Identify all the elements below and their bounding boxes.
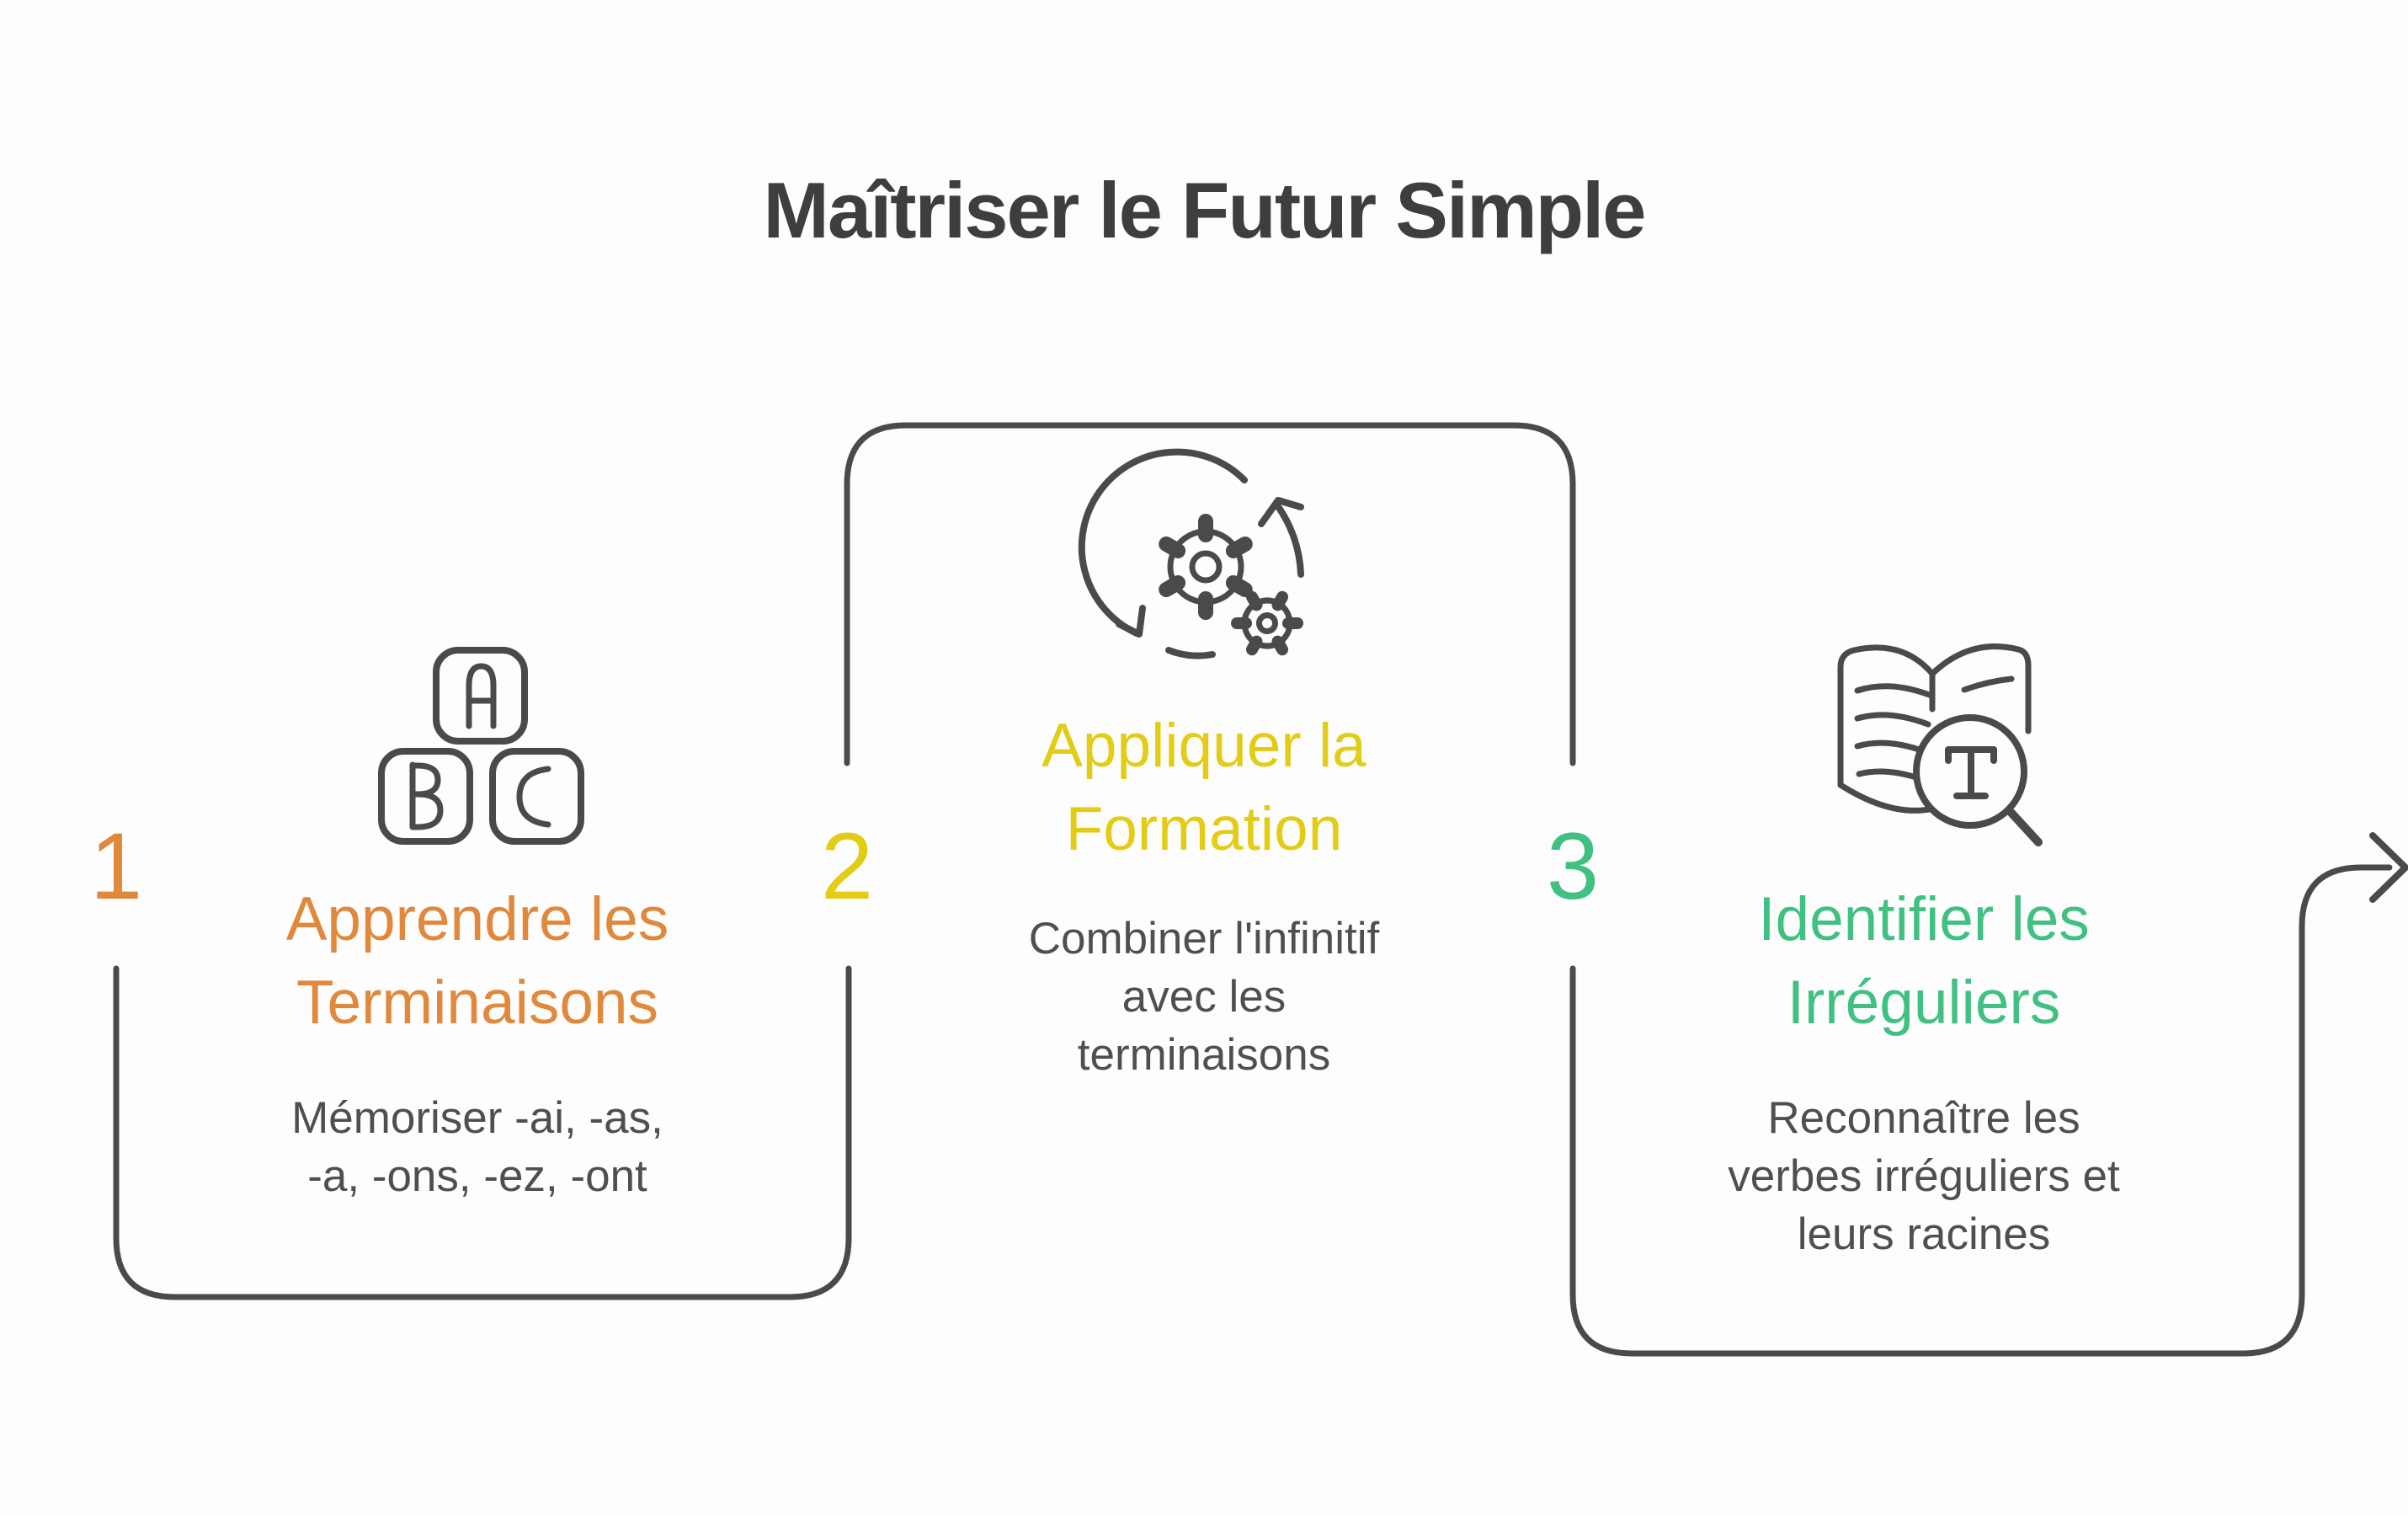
step-3-heading-line1: Identifier les [1758,885,2090,953]
gears-sync-icon [1078,448,1304,659]
book-search-icon [1837,643,2043,846]
step-1-heading: Apprendre les Terminaisons [183,878,772,1044]
abc-blocks-icon [378,647,584,845]
step-2-description-line1: Combiner l'infinitif [1028,914,1380,964]
magnifier-lens-icon [1913,714,2027,829]
flow-exit-arrow-icon [2369,832,2408,903]
step-1-description: Mémoriser -ai, -as, -a, -ons, -ez, -ont [183,1089,772,1205]
step-3-description: Reconnaître les verbes irréguliers et le… [1629,1089,2219,1263]
step-3-description-line1: Reconnaître les [1767,1093,2080,1143]
step-1-description-line2: -a, -ons, -ez, -ont [307,1151,647,1201]
step-2-description-line3: terminaisons [1077,1030,1331,1080]
letter-t-glyph [1945,746,1997,799]
step-3-heading: Identifier les Irréguliers [1629,878,2219,1044]
step-3-heading-line2: Irréguliers [1787,969,2061,1037]
step-3-description-line3: leurs racines [1797,1209,2051,1259]
page-title: Maîtriser le Futur Simple [763,166,1647,254]
step-2-description-line2: avec les [1121,972,1287,1022]
step-1-description-line1: Mémoriser -ai, -as, [291,1093,663,1143]
step-2-number: 2 [820,814,874,919]
step-2-heading: Appliquer la Formation [909,704,1499,871]
magnifier-handle [2006,807,2043,846]
step-1-heading-line2: Terminaisons [296,969,659,1037]
step-1-heading-line1: Apprendre les [285,885,669,953]
step-2-heading-line2: Formation [1065,795,1343,863]
step-1-number: 1 [89,814,143,919]
step-3-number: 3 [1546,814,1600,919]
step-2-heading-line1: Appliquer la [1042,712,1366,780]
step-3-description-line2: verbes irréguliers et [1728,1151,2120,1201]
step-2-description: Combiner l'infinitif avec les terminaiso… [909,910,1499,1084]
